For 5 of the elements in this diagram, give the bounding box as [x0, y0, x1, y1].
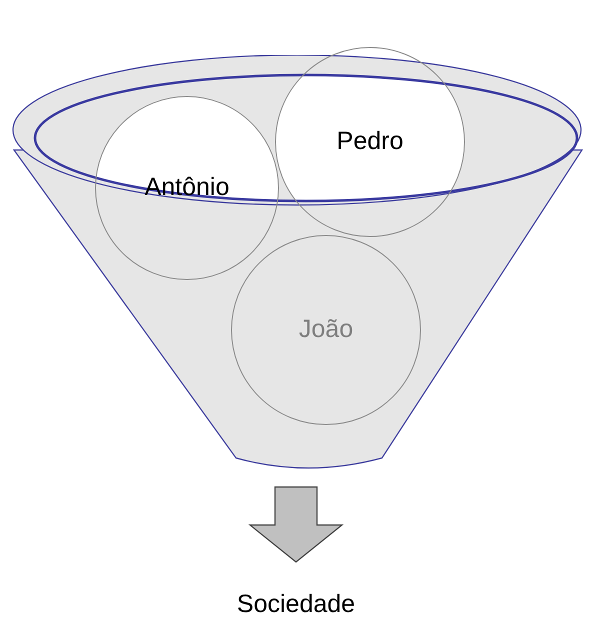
- node-label: Pedro: [336, 126, 404, 158]
- node-label: Sociedade: [236, 588, 356, 620]
- node-label: Antônio: [144, 172, 230, 204]
- block-arrow: [248, 486, 344, 563]
- node-label: João: [298, 314, 354, 346]
